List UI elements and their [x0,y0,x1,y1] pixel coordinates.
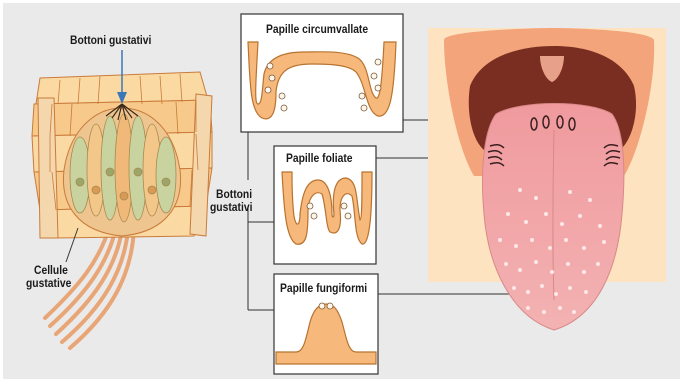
taste-buds-top-label: Bottoni gustativi [70,34,151,47]
taste-cells-label-line2: gustative [26,277,71,290]
taste-buds-mid-label-line2: gustativi [210,201,252,214]
fungiform-title: Papille fungiformi [280,281,367,295]
foliate-title: Papille foliate [286,151,353,165]
circumvallate-title: Papille circumvallate [266,22,368,36]
